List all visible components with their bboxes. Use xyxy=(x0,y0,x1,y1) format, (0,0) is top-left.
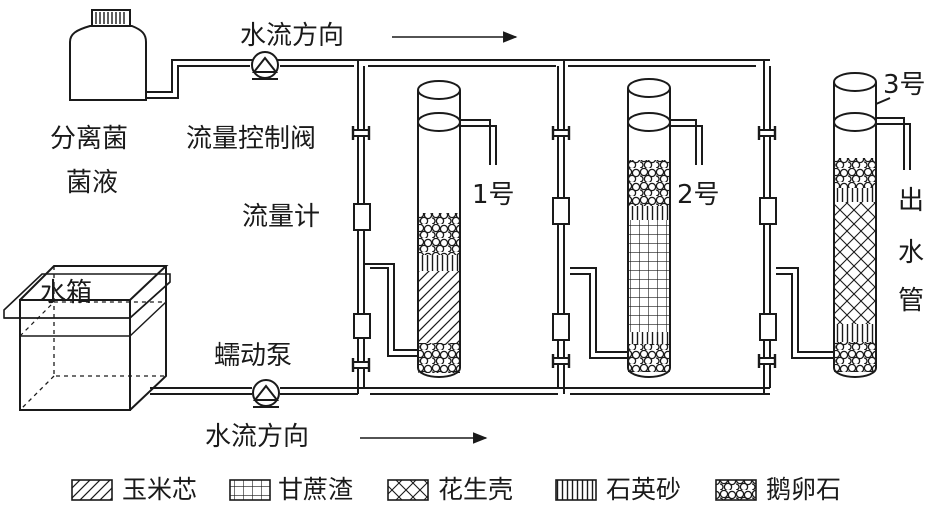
outlet-label-2: 水 xyxy=(898,238,925,268)
water-tank xyxy=(3,265,171,411)
inlet-pipes xyxy=(364,263,834,359)
column-3 xyxy=(833,72,911,378)
legend-label-corn: 玉米芯 xyxy=(122,475,198,504)
top-pump xyxy=(251,51,279,80)
bacteria-label-line1: 分离菌 xyxy=(50,124,129,154)
legend-swatch-peanut xyxy=(387,479,429,501)
manifold-2 xyxy=(551,60,571,394)
top-supply-pipe xyxy=(146,59,770,99)
outlet-label-1: 出 xyxy=(898,186,925,216)
flow-direction-label-top: 水流方向 xyxy=(240,21,345,51)
manifold-3 xyxy=(757,60,777,394)
flow-meter-label: 流量计 xyxy=(242,202,321,232)
legend-label-peanut: 花生壳 xyxy=(438,475,514,504)
water-tank-label: 水箱 xyxy=(40,278,93,308)
bacteria-label-line2: 菌液 xyxy=(66,168,119,198)
bacteria-bottle xyxy=(69,9,147,101)
column-3-label: 3号 xyxy=(883,70,926,100)
column-2 xyxy=(627,78,703,378)
manifold-1 xyxy=(351,60,371,394)
column-1-label: 1号 xyxy=(472,180,515,210)
outlet-label-3: 管 xyxy=(898,286,925,316)
legend-label-quartz: 石英砂 xyxy=(606,475,682,504)
legend-label-pebble: 鹅卵石 xyxy=(766,475,842,504)
column-2-label: 2号 xyxy=(677,180,720,210)
peristaltic-pump-label: 蠕动泵 xyxy=(214,341,293,371)
legend-swatch-quartz xyxy=(555,479,597,501)
legend-swatch-corn xyxy=(71,479,113,501)
bottom-pump xyxy=(252,379,280,408)
legend-swatch-bagasse xyxy=(229,479,271,501)
flow-valve-label: 流量控制阀 xyxy=(186,124,317,154)
bottom-supply-pipe xyxy=(150,387,770,395)
flow-direction-label-bottom: 水流方向 xyxy=(205,422,310,452)
column-1 xyxy=(417,80,497,378)
legend-swatch-pebble xyxy=(715,479,757,501)
legend-label-bagasse: 甘蔗渣 xyxy=(278,475,354,504)
